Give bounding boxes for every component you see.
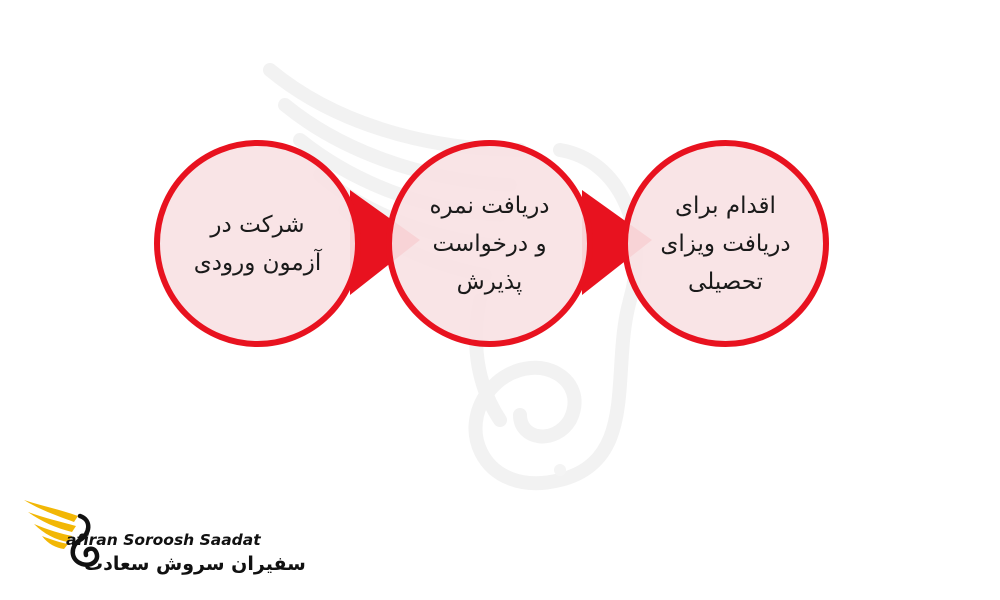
step-label: اقدام برای دریافت ویزای تحصیلی: [646, 187, 806, 301]
step-label-line: دریافت نمره: [429, 192, 550, 219]
step-label: شرکت در آزمون ورودی: [178, 206, 338, 282]
step-circle-exam: شرکت در آزمون ورودی: [154, 140, 361, 347]
brand-name-persian: سفیران سروش سعادت: [84, 553, 306, 575]
arrow-right-icon: [582, 190, 652, 295]
step-label-line: شرکت در: [210, 211, 305, 238]
step-label-line: تحصیلی: [688, 268, 763, 295]
step-label-line: پذیرش: [456, 268, 523, 295]
step-circle-score-admission: دریافت نمره و درخواست پذیرش: [386, 140, 593, 347]
step-label-line: و درخواست: [432, 230, 547, 257]
step-label: دریافت نمره و درخواست پذیرش: [410, 187, 570, 301]
step-label-line: آزمون ورودی: [193, 249, 322, 276]
step-label-line: دریافت ویزای: [660, 230, 791, 257]
brand-name-english: afiran Soroosh Saadat: [66, 531, 261, 549]
step-circle-student-visa: اقدام برای دریافت ویزای تحصیلی: [622, 140, 829, 347]
winged-s-logo-icon: [24, 500, 100, 567]
arrow-right-icon: [350, 190, 420, 295]
step-label-line: اقدام برای: [675, 192, 776, 219]
